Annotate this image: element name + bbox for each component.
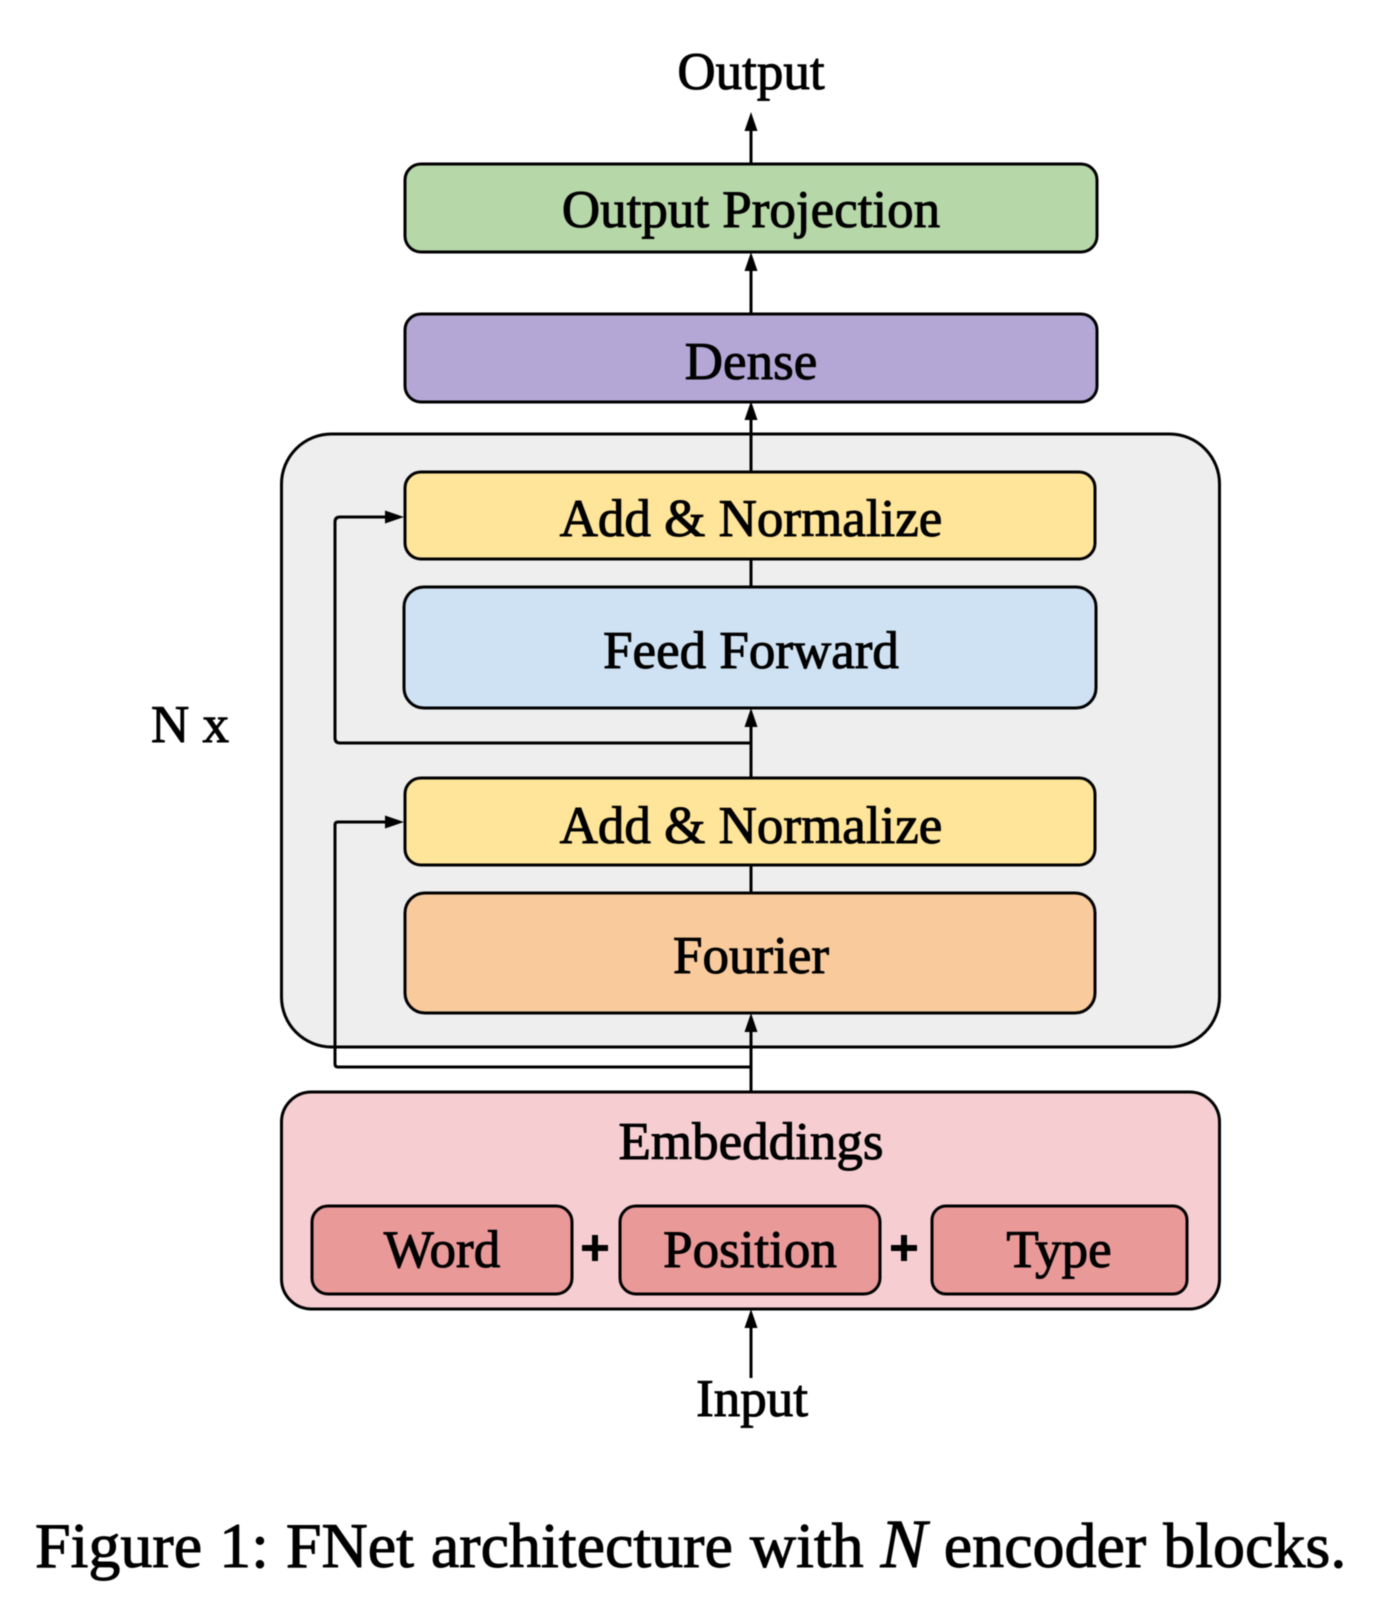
svg-text:Embeddings: Embeddings [619,1113,884,1171]
svg-text:Word: Word [384,1221,500,1279]
svg-text:N x: N x [151,696,229,754]
svg-text:Figure 1: FNet architecture wi: Figure 1: FNet architecture with N encod… [35,1506,1346,1582]
svg-text:Output Projection: Output Projection [562,181,940,239]
svg-text:Feed Forward: Feed Forward [603,622,899,680]
svg-text:Position: Position [663,1221,837,1279]
svg-text:Type: Type [1006,1221,1111,1279]
svg-text:Add & Normalize: Add & Normalize [560,797,943,855]
svg-text:Input: Input [696,1370,808,1428]
svg-text:Dense: Dense [685,333,817,391]
svg-text:Output: Output [677,43,825,101]
svg-text:Fourier: Fourier [673,927,829,985]
svg-text:Add & Normalize: Add & Normalize [560,490,943,548]
